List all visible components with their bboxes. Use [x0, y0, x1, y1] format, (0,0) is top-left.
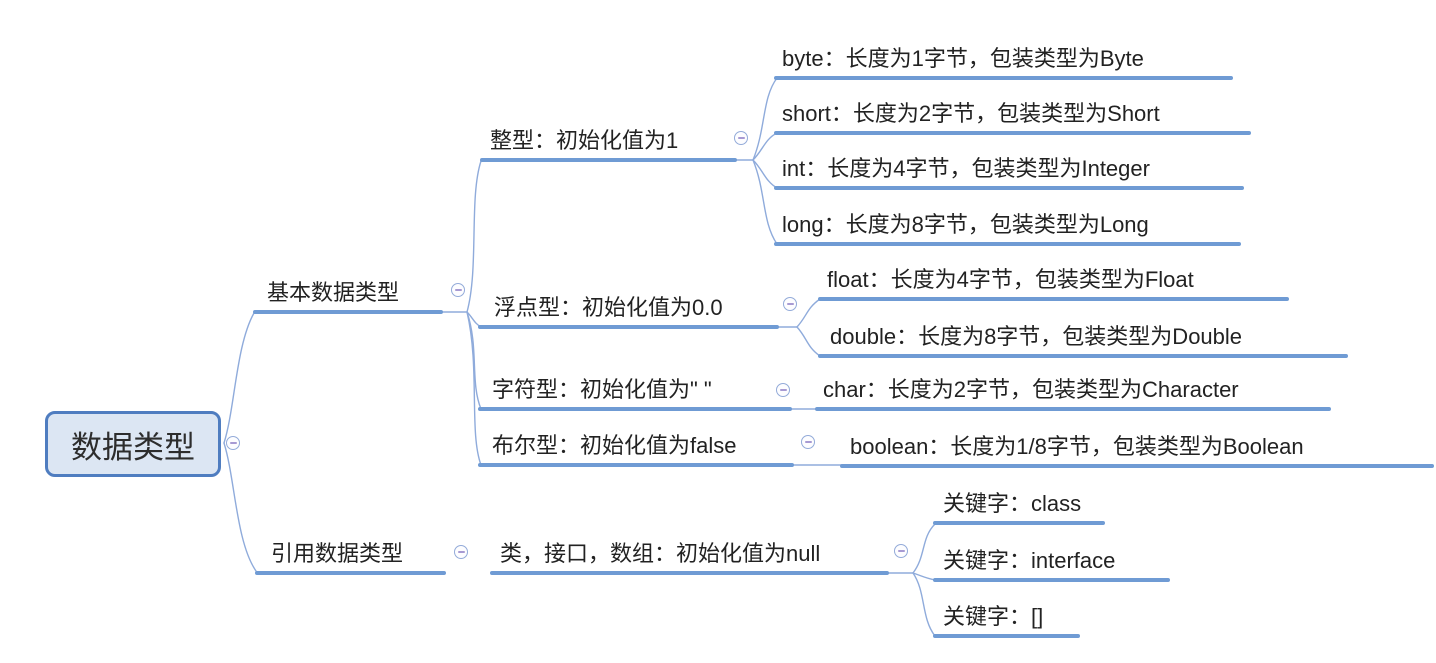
collapse-minus-icon-integer[interactable]: [734, 131, 748, 145]
node-underline: [478, 407, 792, 411]
node-underline: [840, 464, 1434, 468]
collapse-minus-icon-reference[interactable]: [454, 545, 468, 559]
connector-class-class: [912, 523, 936, 574]
node-integer-type[interactable]: 整型：初始化值为1: [480, 122, 737, 162]
node-root[interactable]: 数据类型: [45, 411, 221, 477]
collapse-minus-icon-class-node[interactable]: [894, 544, 908, 558]
collapse-minus-icon-float[interactable]: [783, 297, 797, 311]
node-short[interactable]: short：长度为2字节，包装类型为Short: [774, 95, 1251, 135]
node-underline: [933, 521, 1105, 525]
node-underline: [478, 463, 794, 467]
node-class-interface-array[interactable]: 类，接口，数组：初始化值为null: [490, 535, 889, 575]
connector-root-reference: [223, 442, 257, 572]
node-byte[interactable]: byte：长度为1字节，包装类型为Byte: [774, 40, 1233, 80]
collapse-minus-icon-basic[interactable]: [451, 283, 465, 297]
node-keyword-interface[interactable]: 关键字：interface: [933, 542, 1170, 582]
node-keyword-brackets[interactable]: 关键字：[]: [933, 598, 1080, 638]
connector-float-float: [796, 298, 821, 328]
node-basic-types[interactable]: 基本数据类型: [253, 274, 443, 314]
node-underline: [480, 158, 737, 162]
node-reference-types[interactable]: 引用数据类型: [255, 535, 446, 575]
node-underline: [815, 407, 1331, 411]
collapse-minus-icon-char[interactable]: [776, 383, 790, 397]
node-keyword-class[interactable]: 关键字：class: [933, 485, 1105, 525]
connector-class-interface: [912, 572, 936, 581]
connector-root-basic: [223, 312, 255, 444]
node-boolean[interactable]: boolean：长度为1/8字节，包装类型为Boolean: [840, 428, 1434, 468]
node-underline: [774, 186, 1244, 190]
node-char-type[interactable]: 字符型：初始化值为" ": [478, 371, 792, 411]
node-underline: [478, 325, 779, 329]
node-underline: [933, 634, 1080, 638]
connector-basic-int: [466, 160, 482, 313]
connector-class-brackets: [912, 572, 936, 637]
node-underline: [253, 310, 443, 314]
connector-int-long: [752, 159, 778, 245]
collapse-minus-icon-bool[interactable]: [801, 435, 815, 449]
node-char[interactable]: char：长度为2字节，包装类型为Character: [815, 371, 1331, 411]
node-underline: [933, 578, 1170, 582]
node-underline: [818, 354, 1348, 358]
node-double[interactable]: double：长度为8字节，包装类型为Double: [818, 318, 1348, 358]
collapse-minus-icon-root[interactable]: [226, 436, 240, 450]
node-long[interactable]: long：长度为8字节，包装类型为Long: [774, 206, 1241, 246]
node-underline: [774, 76, 1233, 80]
node-underline: [818, 297, 1289, 301]
connector-float-double: [796, 326, 821, 357]
node-underline: [255, 571, 446, 575]
node-underline: [774, 242, 1241, 246]
node-underline: [490, 571, 889, 575]
node-float-type[interactable]: 浮点型：初始化值为0.0: [478, 289, 779, 329]
node-int[interactable]: int：长度为4字节，包装类型为Integer: [774, 150, 1244, 190]
connector-basic-char: [466, 311, 482, 410]
root-label: 数据类型: [71, 429, 195, 465]
connector-int-byte: [752, 77, 778, 161]
node-underline: [774, 131, 1251, 135]
node-float[interactable]: float：长度为4字节，包装类型为Float: [818, 261, 1289, 301]
node-bool-type[interactable]: 布尔型：初始化值为false: [478, 427, 794, 467]
connector-basic-bool: [466, 311, 482, 466]
